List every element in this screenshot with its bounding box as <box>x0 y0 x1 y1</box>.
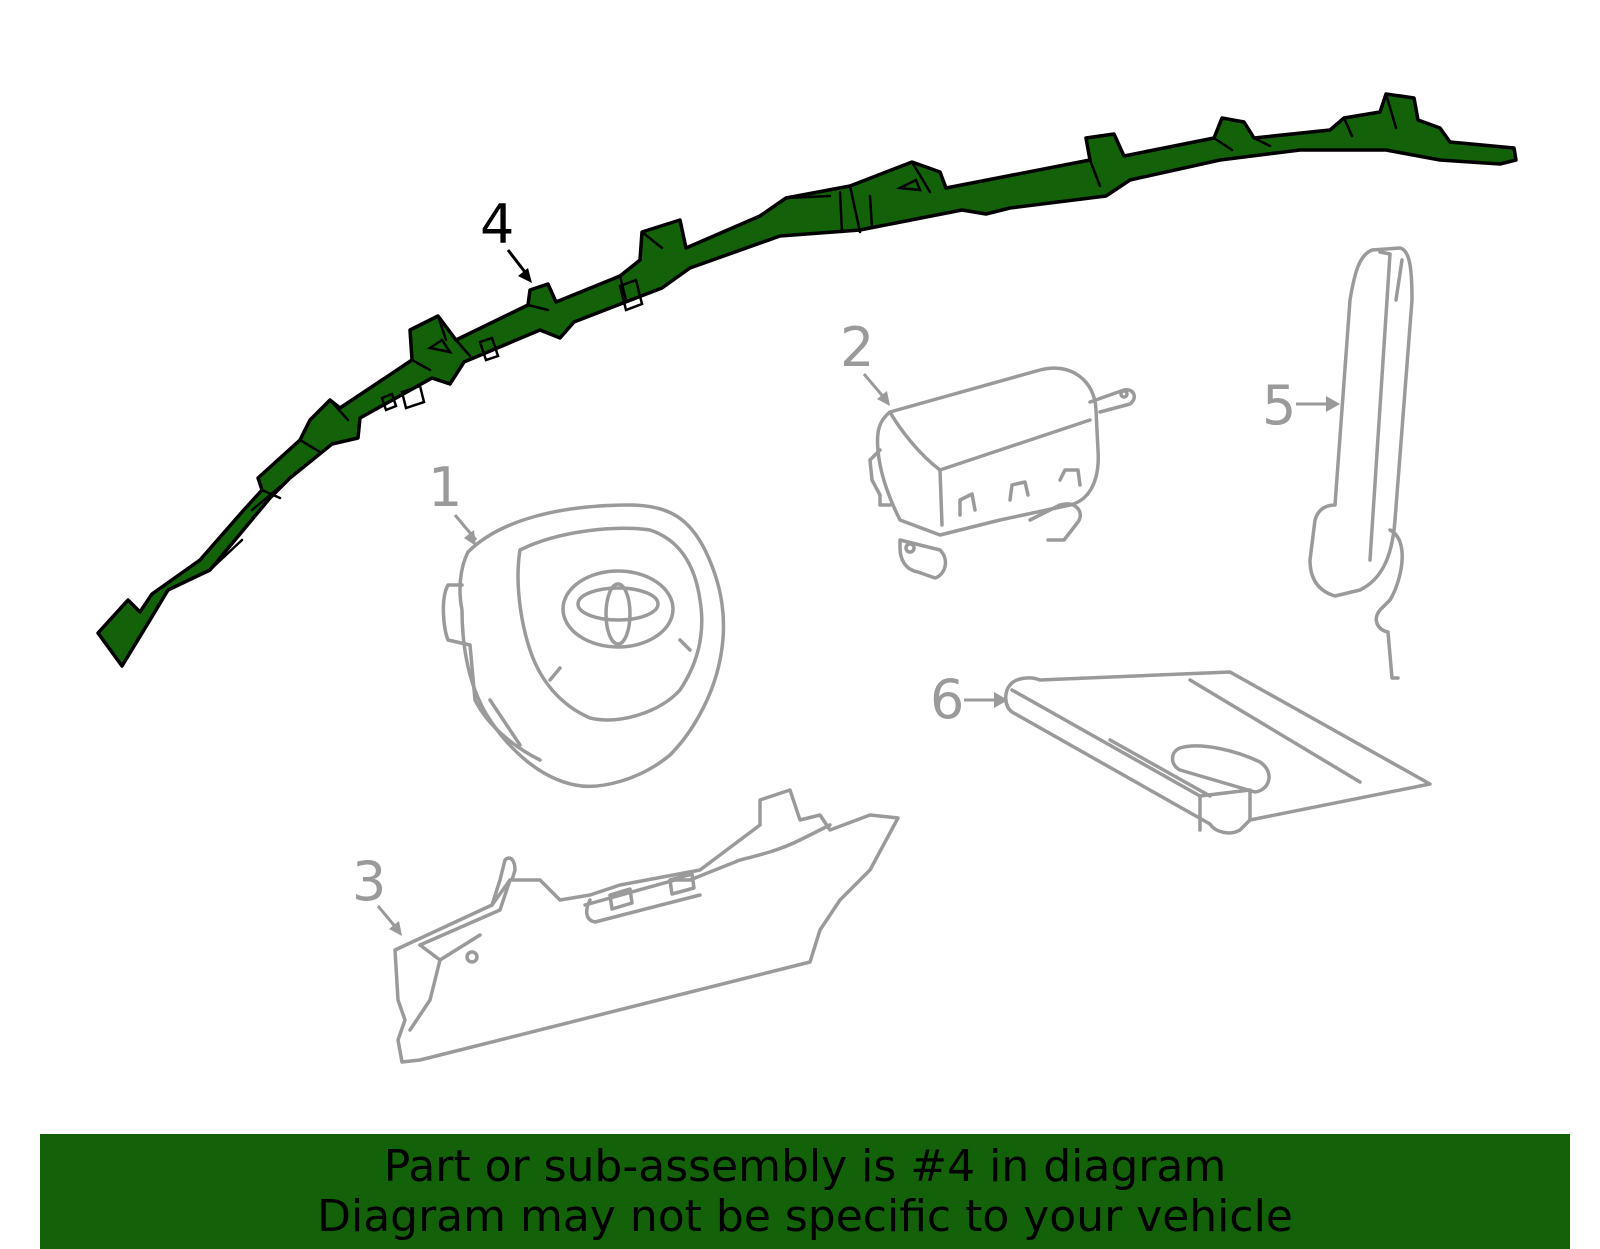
part-3-knee-airbag[interactable] <box>393 788 900 1064</box>
callout-6: 6 <box>930 668 1008 731</box>
part-1-driver-airbag[interactable] <box>441 503 726 788</box>
part-6-airbag-module[interactable] <box>1004 670 1432 835</box>
callout-5-label: 5 <box>1262 374 1296 437</box>
callout-3-label: 3 <box>352 850 386 913</box>
callout-2: 2 <box>840 316 890 406</box>
part-4-details <box>208 92 1398 572</box>
part-4-shape <box>96 92 1518 668</box>
callout-4: 4 <box>480 193 532 283</box>
callout-6-label: 6 <box>930 668 964 731</box>
banner-line-2: Diagram may not be specific to your vehi… <box>317 1190 1293 1242</box>
info-banner: Part or sub-assembly is #4 in diagram Di… <box>40 1134 1570 1249</box>
callout-2-label: 2 <box>840 316 874 379</box>
callout-1: 1 <box>428 456 478 546</box>
callout-4-label: 4 <box>480 193 514 256</box>
callout-3: 3 <box>352 850 402 936</box>
callout-1-label: 1 <box>428 456 462 519</box>
part-2-passenger-airbag[interactable] <box>868 366 1136 580</box>
callout-5: 5 <box>1262 374 1340 437</box>
part-5-side-airbag[interactable] <box>1308 246 1414 680</box>
part-4-curtain-airbag[interactable] <box>96 92 1518 668</box>
banner-line-1: Part or sub-assembly is #4 in diagram <box>383 1140 1227 1192</box>
